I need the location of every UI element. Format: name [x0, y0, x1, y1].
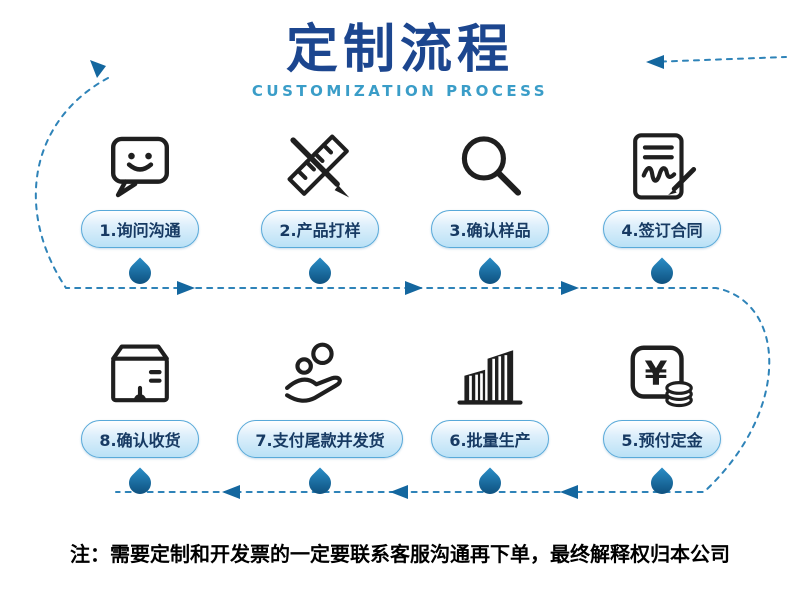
package-box-icon [40, 334, 240, 420]
step-label: 5.预付定金 [603, 420, 721, 458]
step-1: 1.询问沟通 [40, 124, 240, 292]
water-drop-icon [40, 254, 240, 292]
water-drop-icon [40, 464, 240, 502]
water-drop-icon [562, 464, 762, 502]
page-title: 定制流程 [285, 20, 514, 80]
chat-smiley-icon [40, 124, 240, 210]
water-drop-icon [562, 254, 762, 292]
magnifier-icon [390, 124, 590, 210]
step-label: 1.询问沟通 [81, 210, 199, 248]
step-label: 7.支付尾款并发货 [237, 420, 403, 458]
hand-coins-icon [220, 334, 420, 420]
step-label: 4.签订合同 [603, 210, 721, 248]
step-4: 4.签订合同 [562, 124, 762, 292]
step-label: 8.确认收货 [81, 420, 199, 458]
ruler-pencil-icon [220, 124, 420, 210]
step-6: 6.批量生产 [390, 334, 590, 502]
step-7: 7.支付尾款并发货 [220, 334, 420, 502]
step-3: 3.确认样品 [390, 124, 590, 292]
water-drop-icon [390, 464, 590, 502]
contract-pen-icon [562, 124, 762, 210]
flow-arrowheads [90, 55, 664, 499]
page-subtitle: CUSTOMIZATION PROCESS [251, 82, 549, 101]
step-5: ¥ 5.预付定金 [562, 334, 762, 502]
step-label: 6.批量生产 [431, 420, 549, 458]
money-yen-icon: ¥ [562, 334, 762, 420]
factory-buildings-icon [390, 334, 590, 420]
footer-note: 注：需要定制和开发票的一定要联系客服沟通再下单，最终解释权归本公司 [70, 542, 730, 566]
water-drop-icon [390, 254, 590, 292]
svg-text:¥: ¥ [644, 353, 667, 392]
header: 定制流程 CUSTOMIZATION PROCESS [0, 20, 800, 101]
step-label: 2.产品打样 [261, 210, 379, 248]
step-label: 3.确认样品 [431, 210, 549, 248]
step-8: 8.确认收货 [40, 334, 240, 502]
step-2: 2.产品打样 [220, 124, 420, 292]
